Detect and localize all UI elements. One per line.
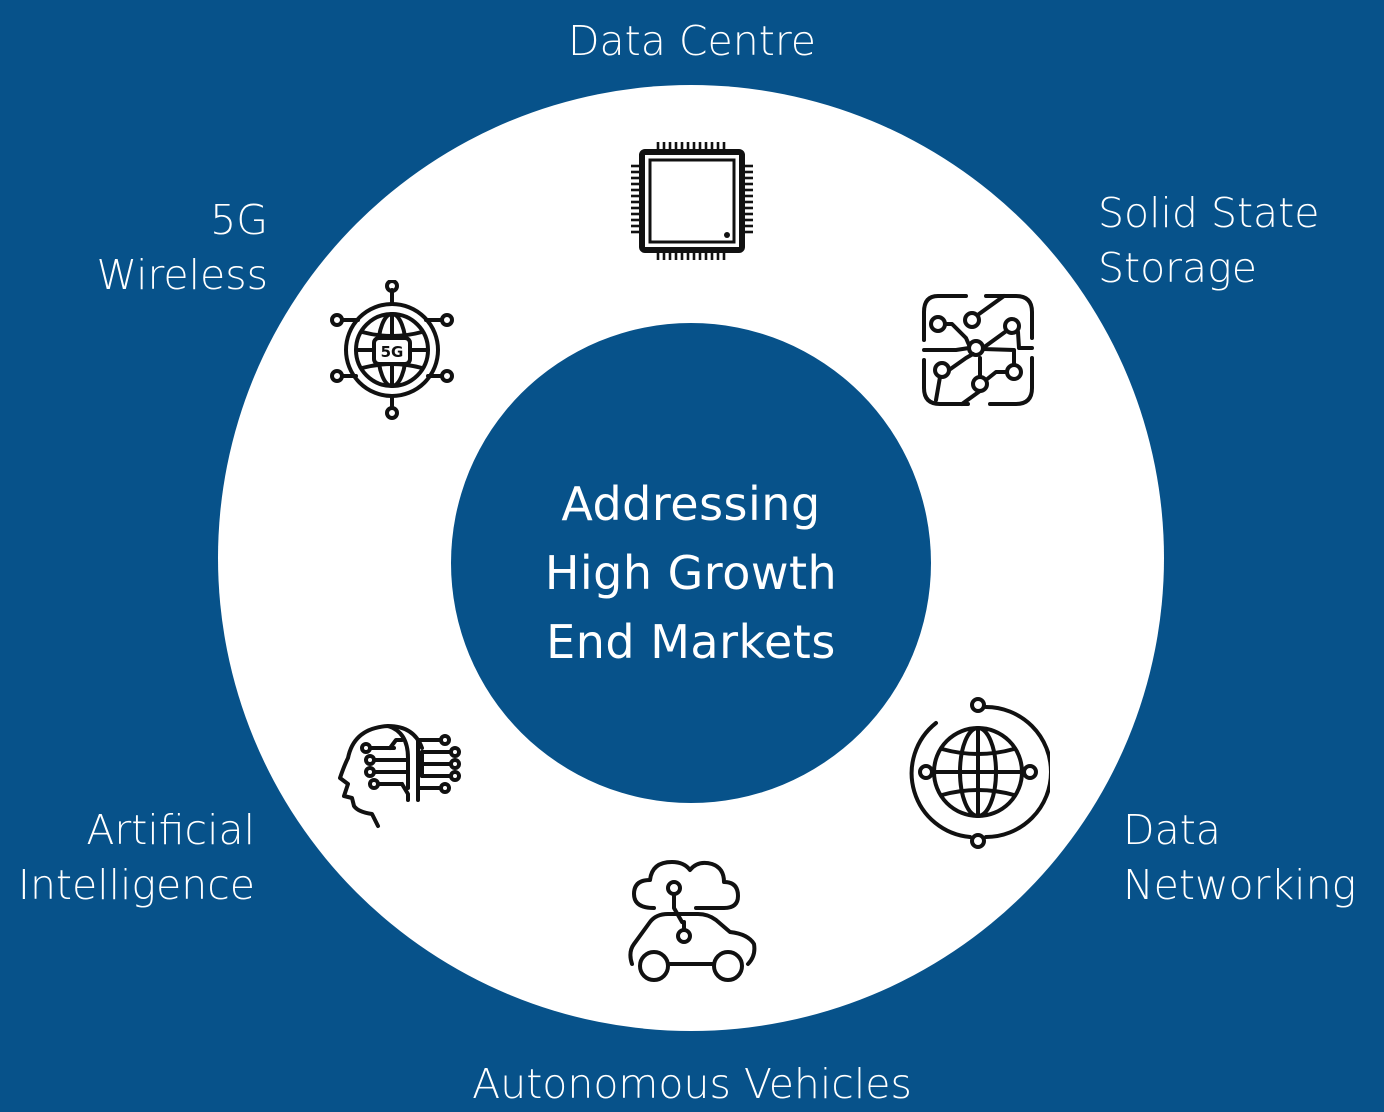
circuit-board-icon: [916, 288, 1040, 412]
segment-label-5g-wireless: 5G Wireless: [96, 196, 268, 299]
ai-head-circuit-icon: [330, 718, 462, 830]
segment-label-data-centre: Data Centre: [567, 17, 817, 65]
5g-globe-network-icon: 5G: [330, 280, 454, 420]
cloud-connected-car-icon: [624, 852, 758, 988]
center-hub: [451, 323, 931, 803]
segment-label-artificial-intelligence: Artificial Intelligence: [17, 806, 255, 909]
5g-icon-text: 5G: [381, 343, 404, 361]
segment-label-autonomous-vehicles: Autonomous Vehicles: [472, 1060, 912, 1108]
segment-label-solid-state-storage: Solid State Storage: [1098, 189, 1320, 292]
globe-network-icon: [906, 695, 1050, 857]
processor-chip-icon: [628, 140, 756, 264]
segment-label-data-networking: Data Networking: [1123, 806, 1357, 909]
center-title: Addressing High Growth End Markets: [544, 477, 838, 669]
